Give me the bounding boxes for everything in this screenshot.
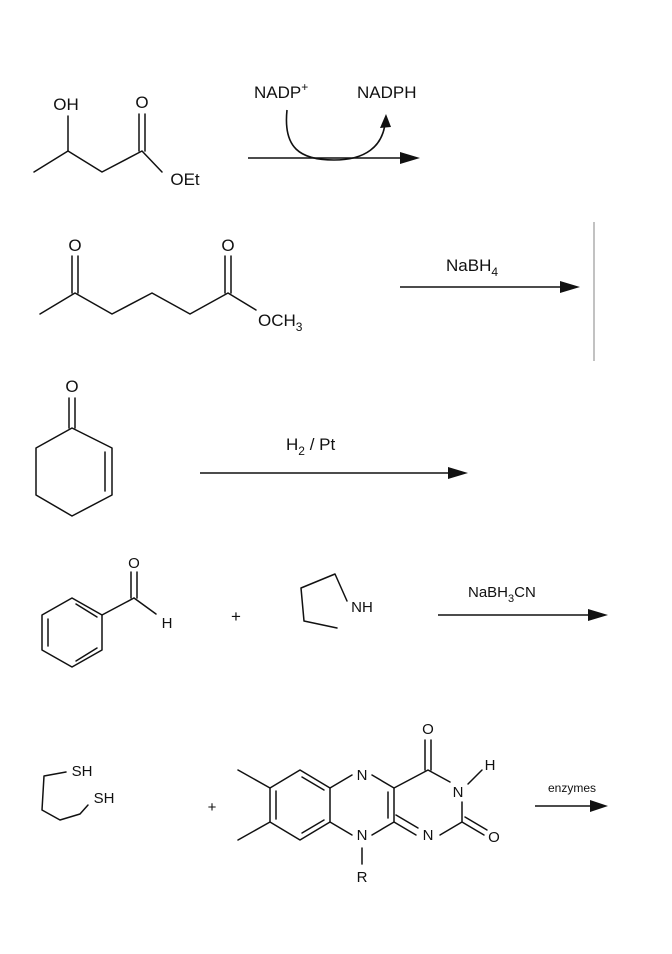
aldehyde-hydrogen-label: H <box>162 615 173 632</box>
r-group-label: R <box>357 869 368 886</box>
imide-nitrogen-label: N <box>453 784 464 801</box>
reaction-1: OH O OEt NADP+ NADPH <box>33 80 420 189</box>
reaction-4: O H + NH NaBH3CN <box>41 555 608 668</box>
hydroxyl-label: OH <box>53 95 79 114</box>
ethoxy-label: OEt <box>170 170 200 189</box>
amine-nh-label: NH <box>351 599 373 616</box>
reagent-nabh4-label: NaBH4 <box>446 256 498 279</box>
reaction-2: O O OCH3 NaBH4 <box>39 222 595 361</box>
thiol-2-label: SH <box>94 790 115 807</box>
n10-nitrogen-label: N <box>357 827 368 844</box>
reaction-2-arrow <box>400 281 580 293</box>
reagent-enzymes-label: enzymes <box>548 781 596 795</box>
carbonyl-oxygen-label: O <box>135 93 148 112</box>
plus-sign: + <box>208 799 217 816</box>
methoxy-label: OCH3 <box>258 311 303 334</box>
imide-hydrogen-label: H <box>485 757 496 774</box>
reagent-nabh3cn-label: NaBH3CN <box>468 584 536 605</box>
benzaldehyde-structure: O H <box>41 555 173 668</box>
reaction-5: SH SH + <box>41 721 608 886</box>
cofactor-out-label: NADPH <box>357 83 417 102</box>
pyrrolidine-structure: NH <box>300 573 373 629</box>
reaction-4-arrow <box>438 609 608 621</box>
ketone-oxygen-label: O <box>65 377 78 396</box>
aldehyde-oxygen-label: O <box>128 555 140 572</box>
ethyl-3-hydroxybutanoate-structure: OH O OEt <box>33 93 200 189</box>
thiol-1-label: SH <box>72 763 93 780</box>
reagent-h2-pt-label: H2 / Pt <box>286 435 335 458</box>
reaction-3-arrow <box>200 467 468 479</box>
propanedithiol-structure: SH SH <box>41 763 115 821</box>
pyrazine-nitrogen-top-label: N <box>357 767 368 784</box>
ketone-oxygen-label: O <box>68 236 81 255</box>
pyrimidine-nitrogen-bottom-label: N <box>423 827 434 844</box>
c2-carbonyl-oxygen-label: O <box>488 829 500 846</box>
ester-oxygen-label: O <box>221 236 234 255</box>
methyl-5-oxohexanoate-structure: O O OCH3 <box>39 236 303 334</box>
plus-sign: + <box>231 607 241 626</box>
reaction-1-arrow <box>248 109 420 164</box>
reaction-3: O H2 / Pt <box>35 377 468 517</box>
flavin-structure: N O N H O N N R <box>237 721 500 886</box>
cofactor-in-label: NADP+ <box>254 80 308 102</box>
c4-carbonyl-oxygen-label: O <box>422 721 434 738</box>
reaction-5-arrow <box>535 800 608 812</box>
cyclohexenone-structure: O <box>35 377 113 517</box>
